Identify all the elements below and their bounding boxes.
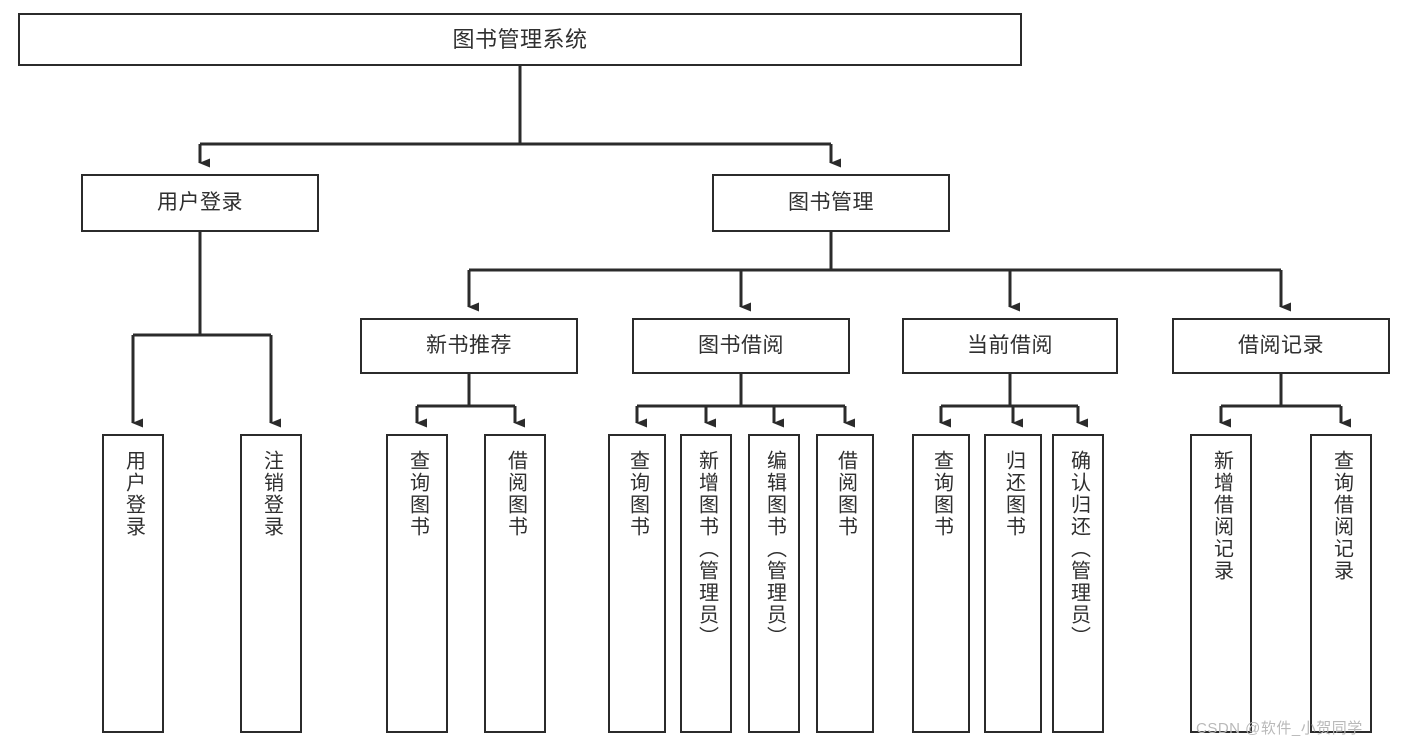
node-book-manage-label: 图书管理 xyxy=(788,190,874,214)
node-leaf-borrow-book-1[interactable]: 借阅图书 xyxy=(484,434,546,733)
node-leaf-logout[interactable]: 注销登录 xyxy=(240,434,302,733)
node-leaf-query-book-2[interactable]: 查询图书 xyxy=(608,434,666,733)
node-user-login[interactable]: 用户登录 xyxy=(81,174,319,232)
node-current-borrow-label: 当前借阅 xyxy=(967,333,1053,357)
node-leaf-user-login[interactable]: 用户登录 xyxy=(102,434,164,733)
node-borrow-record[interactable]: 借阅记录 xyxy=(1172,318,1390,374)
node-leaf-confirm-return[interactable]: 确认归还（管理员） xyxy=(1052,434,1104,733)
node-new-book-recommend[interactable]: 新书推荐 xyxy=(360,318,578,374)
node-leaf-query-book-3-label: 查询图书 xyxy=(930,450,953,538)
node-leaf-logout-label: 注销登录 xyxy=(260,450,283,538)
node-leaf-borrow-book-1-label: 借阅图书 xyxy=(504,450,527,538)
node-leaf-query-book-3[interactable]: 查询图书 xyxy=(912,434,970,733)
node-book-borrow-label: 图书借阅 xyxy=(698,333,784,357)
node-leaf-query-record[interactable]: 查询借阅记录 xyxy=(1310,434,1372,733)
node-leaf-confirm-return-label: 确认归还（管理员） xyxy=(1067,450,1090,648)
node-leaf-borrow-book-2-label: 借阅图书 xyxy=(834,450,857,538)
node-leaf-add-book[interactable]: 新增图书（管理员） xyxy=(680,434,732,733)
node-leaf-query-book-1[interactable]: 查询图书 xyxy=(386,434,448,733)
node-leaf-return-book[interactable]: 归还图书 xyxy=(984,434,1042,733)
node-leaf-user-login-label: 用户登录 xyxy=(122,450,145,538)
node-leaf-add-record[interactable]: 新增借阅记录 xyxy=(1190,434,1252,733)
node-root-label: 图书管理系统 xyxy=(452,26,588,52)
node-leaf-query-record-label: 查询借阅记录 xyxy=(1330,450,1353,582)
node-leaf-add-book-label: 新增图书（管理员） xyxy=(695,450,718,648)
csdn-watermark: CSDN @软件_小贺同学 xyxy=(1196,720,1363,737)
node-current-borrow[interactable]: 当前借阅 xyxy=(902,318,1118,374)
node-user-login-label: 用户登录 xyxy=(157,190,243,214)
node-borrow-record-label: 借阅记录 xyxy=(1238,333,1324,357)
node-leaf-query-book-1-label: 查询图书 xyxy=(406,450,429,538)
node-book-manage[interactable]: 图书管理 xyxy=(712,174,950,232)
node-leaf-add-record-label: 新增借阅记录 xyxy=(1210,450,1233,582)
node-book-borrow[interactable]: 图书借阅 xyxy=(632,318,850,374)
node-leaf-edit-book-label: 编辑图书（管理员） xyxy=(763,450,786,648)
node-leaf-borrow-book-2[interactable]: 借阅图书 xyxy=(816,434,874,733)
node-leaf-edit-book[interactable]: 编辑图书（管理员） xyxy=(748,434,800,733)
node-new-book-recommend-label: 新书推荐 xyxy=(426,333,512,357)
node-root[interactable]: 图书管理系统 xyxy=(18,13,1022,66)
node-leaf-query-book-2-label: 查询图书 xyxy=(626,450,649,538)
node-leaf-return-book-label: 归还图书 xyxy=(1002,450,1025,538)
